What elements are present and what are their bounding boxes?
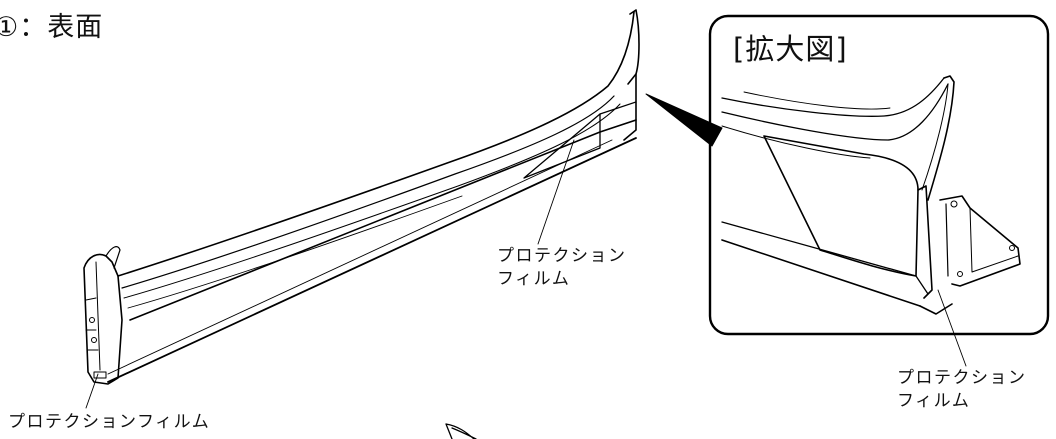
leader-line-middle xyxy=(537,139,575,245)
zoom-panel-frame xyxy=(708,14,1050,336)
callout-line-1: プロテクション xyxy=(497,246,627,266)
leader-line-zoom xyxy=(937,289,967,367)
callout-protection-film-left: プロテクションフィルム xyxy=(8,412,211,432)
callout-line-1: プロテクション xyxy=(897,368,1027,388)
zoom-panel-title: [拡大図] xyxy=(733,32,848,66)
callout-line-2: フィルム xyxy=(497,268,571,289)
page-heading: ①：表面 xyxy=(0,12,104,43)
callout-protection-film-middle: プロテクション フィルム xyxy=(497,245,627,291)
callout-protection-film-zoom: プロテクション フィルム xyxy=(897,367,1027,413)
second-part-fragment xyxy=(445,423,477,439)
zoom-pointer xyxy=(645,93,723,147)
callout-line-2: フィルム xyxy=(897,390,971,411)
zoom-detail-drawing xyxy=(721,75,1021,315)
leader-line-left xyxy=(85,373,99,409)
side-skirt-part xyxy=(83,9,640,385)
